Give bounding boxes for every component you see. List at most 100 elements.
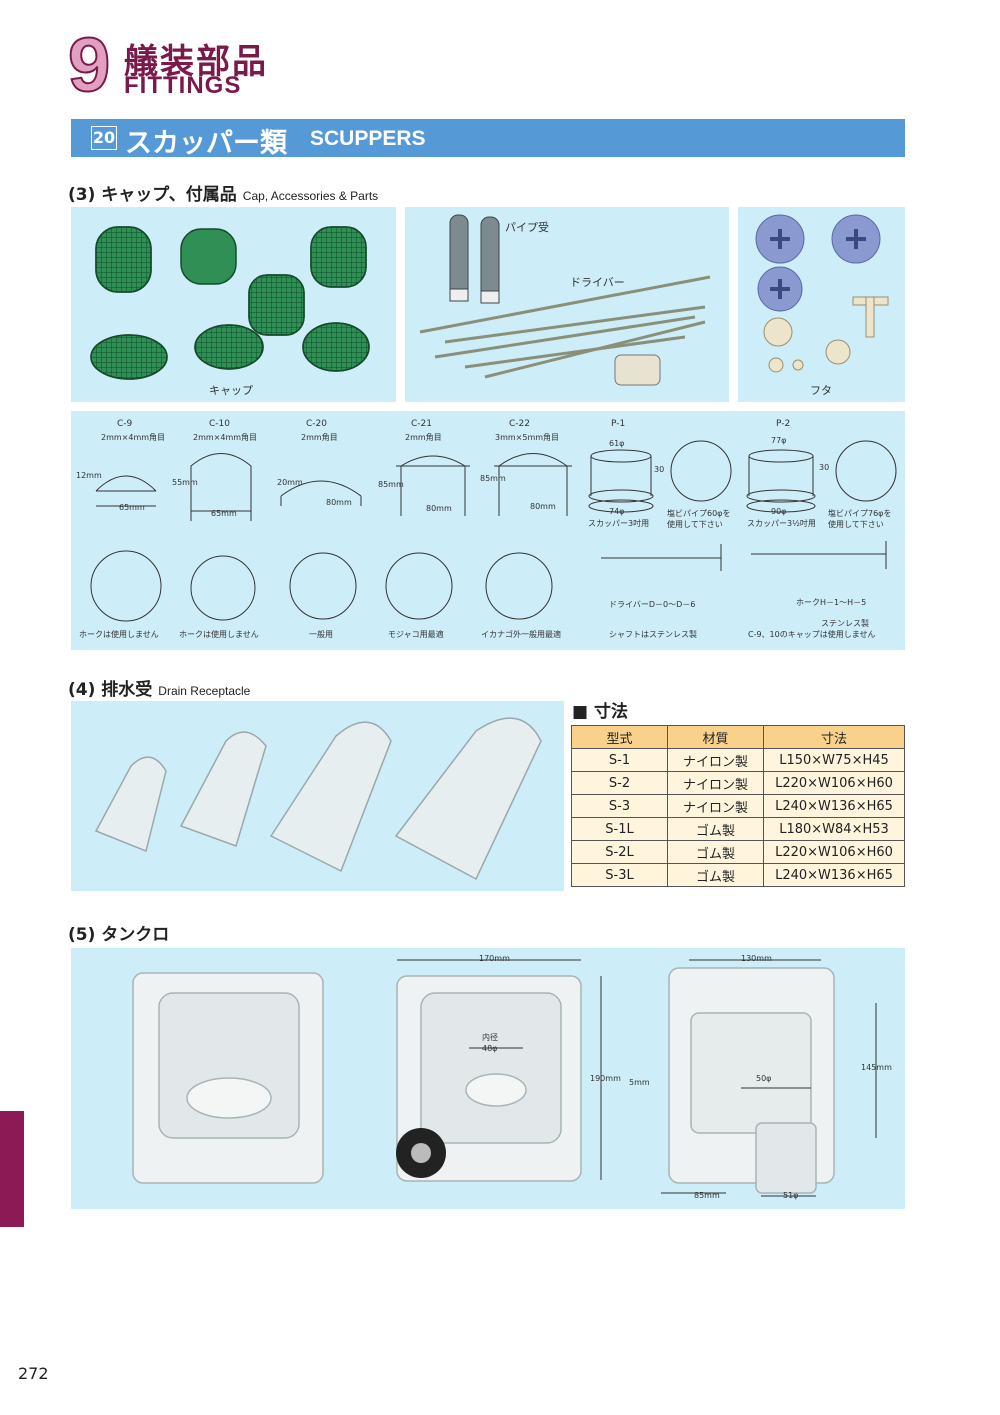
table-cell: S-3	[571, 794, 668, 818]
pipe-p2-note1: スカッパー3½吋用	[747, 519, 816, 528]
pipe-p1-note1: スカッパー3吋用	[588, 519, 650, 528]
dim-inner-diameter: 48φ	[482, 1044, 498, 1053]
table-cell: ナイロン製	[667, 794, 764, 818]
cap-c20-dim-h: 20mm	[277, 478, 303, 487]
parts-diagram-drawings	[90, 440, 897, 622]
cap-c10-dim-h: 55mm	[172, 478, 198, 487]
table-cell: L150×W75×H45	[763, 748, 905, 772]
chapter-title-jp: 艤装部品	[124, 42, 268, 82]
section-banner	[71, 119, 905, 157]
lid-label-3: 一般用	[309, 630, 333, 639]
driver-d-label: ドライバーD－0～D－6	[609, 600, 696, 609]
table-cell: S-3L	[571, 863, 668, 887]
cap-photo-image	[90, 226, 370, 380]
driver-cap-note: C-9、10のキャップは使用しません	[748, 630, 876, 639]
table-cell: ゴム製	[667, 840, 764, 864]
parts-diagram-panel: C-9 2mm×4mm角目 12mm 65mm C-10 2mm×4mm角目 5…	[71, 411, 905, 650]
pipe-p1-note2a: 塩ビパイプ60φを	[667, 509, 731, 518]
dim-190: 190mm	[590, 1074, 621, 1083]
cap-c22-dim-h: 85mm	[480, 474, 506, 483]
pipe-p2-height: 30	[819, 463, 830, 472]
section-number: 20	[91, 126, 117, 150]
cap-c9-dim-w: 65mm	[119, 503, 145, 512]
dim-85: 85mm	[694, 1191, 720, 1200]
dim-inner-label: 内径	[482, 1033, 498, 1042]
pipe-p1-bottom: 74φ	[609, 507, 625, 516]
page-number: 272	[18, 1364, 49, 1383]
dim-51: 51φ	[783, 1191, 799, 1200]
cap-c20-dim-w: 80mm	[326, 498, 352, 507]
drain-photo	[71, 701, 564, 891]
table-cell: S-2	[571, 771, 668, 795]
dim-5: 5mm	[629, 1078, 650, 1087]
lid-photo-image	[755, 214, 889, 373]
table-cell: L220×W106×H60	[763, 771, 905, 795]
lid-photo: フタ	[738, 207, 905, 402]
lid-label-2: ホークは使用しません	[179, 630, 259, 639]
section-title-en: SCUPPERS	[310, 127, 426, 150]
table-cell: S-1	[571, 748, 668, 772]
pipe-p1-height: 30	[654, 465, 665, 474]
driver-stainless: ステンレス製	[821, 619, 869, 628]
dim-145: 145mm	[861, 1063, 892, 1072]
table-cell: L180×W84×H53	[763, 817, 905, 841]
table-cell: ゴム製	[667, 817, 764, 841]
cap-c22-name: C-22	[509, 419, 530, 429]
cap-c9-dim-h: 12mm	[76, 471, 102, 480]
lid-label-4: モジャコ用最適	[388, 630, 444, 639]
cap-c10-dim-w: 65mm	[211, 509, 237, 518]
driver-shaft-note: シャフトはステンレス製	[609, 630, 697, 639]
cap-c21-dim-h: 85mm	[378, 480, 404, 489]
pipe-p2-bottom: 90φ	[771, 507, 787, 516]
pipe-p2-note2b: 使用して下さい	[828, 520, 884, 529]
dim-50: 50φ	[756, 1074, 772, 1083]
lid-label-5: イカナゴ外一般用最適	[481, 630, 561, 639]
dim-170: 170mm	[479, 954, 510, 963]
tankuro-drawings	[132, 959, 877, 1197]
table-cell: L220×W106×H60	[763, 840, 905, 864]
cap-c21-name: C-21	[411, 419, 432, 429]
cap-c21-dim-w: 80mm	[426, 504, 452, 513]
table-cell: L240×W136×H65	[763, 794, 905, 818]
cap-c9-mesh: 2mm×4mm角目	[101, 433, 166, 442]
cap-c21-mesh: 2mm角目	[405, 433, 442, 442]
spec-header-model: 型式	[571, 725, 668, 749]
table-cell: ゴム製	[667, 863, 764, 887]
lid-photo-label: フタ	[810, 384, 832, 397]
spec-table-title: ■ 寸法	[572, 702, 628, 722]
cap-c20-mesh: 2mm角目	[301, 433, 338, 442]
cap-c10-name: C-10	[209, 419, 230, 429]
cap-c20-name: C-20	[306, 419, 327, 429]
drain-photo-image	[94, 717, 542, 881]
cap-c10-mesh: 2mm×4mm角目	[193, 433, 258, 442]
cap-c9-name: C-9	[117, 419, 133, 429]
table-cell: S-1L	[571, 817, 668, 841]
pipe-p2-name: P-2	[776, 419, 791, 429]
lid-label-1: ホークは使用しません	[79, 630, 159, 639]
spec-header-size: 寸法	[763, 725, 905, 749]
pipe-p1-name: P-1	[611, 419, 626, 429]
section-title-jp: スカッパー類	[125, 128, 287, 159]
sub4-title-jp: (4) 排水受	[68, 680, 153, 700]
cap-c22-mesh: 3mm×5mm角目	[495, 433, 560, 442]
chapter-title-en: FITTINGS	[124, 72, 242, 99]
table-cell: ナイロン製	[667, 748, 764, 772]
pipe-p2-top: 77φ	[771, 436, 787, 445]
table-cell: L240×W136×H65	[763, 863, 905, 887]
sub3-title-en: Cap, Accessories & Parts	[242, 189, 379, 203]
pipe-p1-top: 61φ	[609, 439, 625, 448]
dim-130: 130mm	[741, 954, 772, 963]
pipe-p1-note2b: 使用して下さい	[667, 520, 723, 529]
tankuro-panel: 170mm 190mm 内径 48φ 130mm 145mm 50φ 5mm 8…	[71, 948, 905, 1209]
sub5-title: (5) タンクロ	[68, 925, 170, 945]
driver-h-label: ホークH－1～H－5	[796, 598, 867, 607]
cap-photo: キャップ	[71, 207, 396, 402]
